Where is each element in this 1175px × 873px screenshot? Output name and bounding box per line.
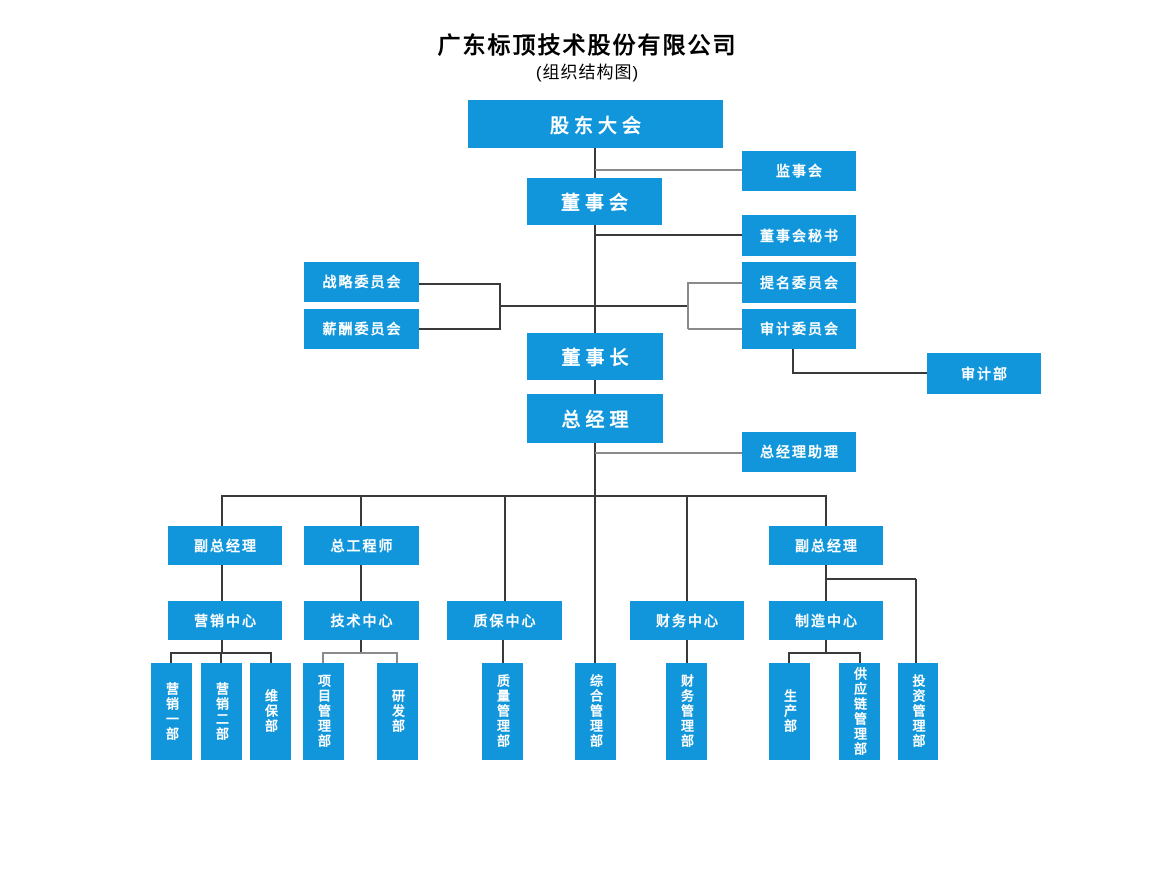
- org-node-finance-mgmt-dept: 财务管理部: [666, 663, 707, 760]
- connector-line: [595, 234, 742, 236]
- org-node-chief-engineer: 总工程师: [304, 526, 419, 565]
- connector-line: [688, 282, 742, 284]
- org-node-qa-center: 质保中心: [447, 601, 562, 640]
- org-node-supply-chain-mgmt-dept: 供应链管理部: [839, 663, 880, 760]
- connector-line: [360, 640, 362, 653]
- org-node-rd-dept: 研发部: [377, 663, 418, 760]
- org-node-investment-mgmt-dept: 投资管理部: [898, 663, 938, 760]
- org-node-strategy-committee: 战略委员会: [304, 262, 419, 302]
- org-node-general-mgmt-dept: 综合管理部: [575, 663, 616, 760]
- connector-line: [859, 653, 861, 663]
- org-node-quality-mgmt-dept: 质量管理部: [482, 663, 523, 760]
- org-node-audit-committee: 审计委员会: [742, 309, 856, 349]
- connector-line: [686, 496, 688, 601]
- page-title: 广东标顶技术股份有限公司: [437, 32, 738, 58]
- connector-line: [504, 496, 506, 601]
- org-node-technology-center: 技术中心: [304, 601, 419, 640]
- connector-line: [360, 565, 362, 601]
- org-node-chairman: 董事长: [527, 333, 663, 380]
- org-node-shareholders-meeting: 股东大会: [468, 100, 723, 148]
- connector-line: [220, 653, 222, 663]
- connector-line: [221, 565, 223, 601]
- org-node-marketing-dept-1: 营销一部: [151, 663, 192, 760]
- connector-line: [221, 496, 223, 526]
- org-node-marketing-dept-2: 营销二部: [201, 663, 242, 760]
- org-node-manufacturing-center: 制造中心: [769, 601, 883, 640]
- connector-line: [322, 653, 324, 663]
- connector-line: [825, 496, 827, 526]
- connector-line: [502, 640, 504, 663]
- org-node-board-of-directors: 董事会: [527, 178, 662, 225]
- org-node-board-secretary: 董事会秘书: [742, 215, 856, 256]
- connector-line: [499, 283, 501, 330]
- connector-line: [688, 328, 742, 330]
- connector-line: [500, 305, 688, 307]
- connector-line: [826, 578, 916, 580]
- connector-line: [687, 282, 689, 329]
- connector-line: [594, 496, 596, 663]
- org-node-production-dept: 生产部: [769, 663, 810, 760]
- org-node-general-manager: 总经理: [527, 394, 663, 443]
- connector-line: [322, 652, 398, 654]
- connector-line: [788, 653, 790, 663]
- connector-line: [594, 443, 596, 496]
- connector-line: [221, 495, 827, 497]
- connector-line: [792, 349, 794, 374]
- org-node-audit-department: 审计部: [927, 353, 1041, 394]
- org-node-project-mgmt-dept: 项目管理部: [303, 663, 344, 760]
- org-node-deputy-gm-left: 副总经理: [168, 526, 282, 565]
- connector-line: [788, 652, 861, 654]
- connector-line: [396, 653, 398, 663]
- org-node-finance-center: 财务中心: [630, 601, 744, 640]
- connector-line: [595, 452, 742, 454]
- connector-line: [419, 283, 500, 285]
- page-subtitle: (组织结构图): [535, 63, 640, 82]
- connector-line: [793, 372, 927, 374]
- org-node-maintenance-dept: 维保部: [250, 663, 291, 760]
- connector-line: [270, 653, 272, 663]
- connector-line: [594, 380, 596, 394]
- connector-line: [595, 169, 742, 171]
- org-node-nomination-committee: 提名委员会: [742, 262, 856, 303]
- connector-line: [825, 640, 827, 653]
- connector-line: [915, 579, 917, 663]
- connector-line: [419, 328, 500, 330]
- org-node-compensation-committee: 薪酬委员会: [304, 309, 419, 349]
- org-node-gm-assistant: 总经理助理: [742, 432, 856, 472]
- org-node-marketing-center: 营销中心: [168, 601, 282, 640]
- connector-line: [686, 640, 688, 663]
- connector-line: [594, 225, 596, 333]
- connector-line: [594, 148, 596, 178]
- connector-line: [170, 653, 172, 663]
- connector-line: [221, 640, 223, 653]
- connector-line: [825, 565, 827, 601]
- org-node-supervisory-board: 监事会: [742, 151, 856, 191]
- connector-line: [360, 496, 362, 526]
- org-node-deputy-gm-right: 副总经理: [769, 526, 883, 565]
